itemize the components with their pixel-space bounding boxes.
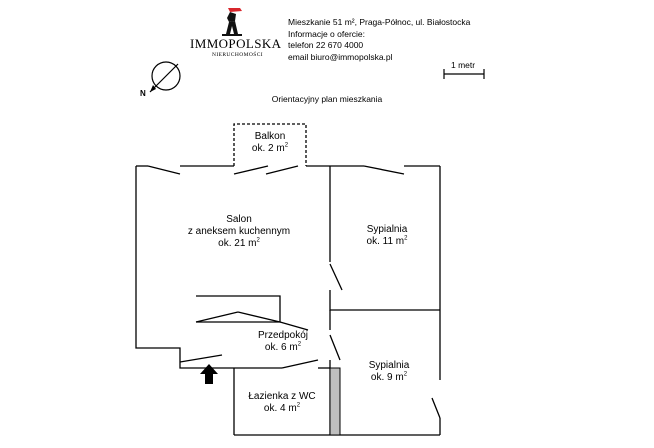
info-line: Informacje o ofercie: [288,28,366,39]
area-unit-sup: 2 [403,371,408,378]
area-unit-sup: 2 [404,235,408,242]
room-name: Łazienka z WC [248,391,316,402]
compass-icon [149,61,181,93]
room-area: ok. 4 m [263,403,297,414]
area-unit-sup: 2 [297,341,302,348]
room-name: z aneksem kuchennym [187,226,291,237]
room-area: ok. 9 m [370,372,404,383]
area-unit-sup: 2 [296,402,301,409]
scale-bar [443,69,485,79]
plan-title: Orientacyjny plan mieszkania [271,94,383,104]
info-line: telefon 22 670 4000 [288,40,364,50]
north-label: N [140,89,146,98]
brand-subtitle: NIERUCHOMOŚCI [212,52,264,58]
room-name: Sypialnia [368,360,410,371]
room-balkon: Balkon ok. 2 m2 [252,131,288,155]
info-line: email biuro@immopolska.pl [288,51,393,62]
room-area: ok. 2 m [251,143,285,154]
scale-label: 1 metr [451,60,476,70]
room-name: Sypialnia [366,224,408,235]
entrance-arrow-icon [200,364,218,384]
room-sypialnia-2: Sypialnia ok. 9 m2 [369,360,410,384]
offer-info: Mieszkanie 51 m², Praga-Północ, ul. Biał… [288,17,470,63]
room-przedpokoj: Przedpokój ok. 6 m2 [258,330,308,354]
room-area: ok. 11 m [366,236,405,247]
room-area: ok. 21 m [218,238,257,249]
logo-figure-icon [222,8,242,36]
area-unit-sup: 2 [256,237,260,244]
room-name: Salon [226,214,252,225]
room-area: ok. 6 m [264,342,298,353]
brand-name: IMMOPOLSKA [190,36,282,51]
room-lazienka: Łazienka z WC ok. 4 m2 [248,391,315,415]
room-name: Balkon [254,131,286,142]
area-unit-sup: 2 [284,142,289,149]
info-line: Mieszkanie 51 m², Praga-Północ, ul. Biał… [288,17,471,27]
room-salon: Salon z aneksem kuchennym ok. 21 m2 [188,214,290,250]
room-name: Przedpokój [257,330,309,341]
room-sypialnia-1: Sypialnia ok. 11 m2 [367,224,408,248]
